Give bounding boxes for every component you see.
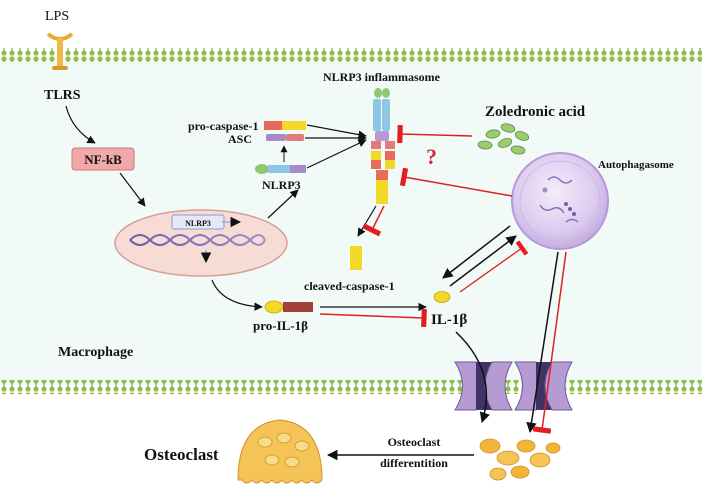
asc-shape bbox=[266, 134, 286, 141]
arrow-tlrs-nfkb bbox=[65, 105, 96, 144]
dna-helix-icon bbox=[129, 234, 266, 246]
il1b-label: IL-1β bbox=[431, 312, 467, 328]
nlrp3-gene-label: NLRP3 bbox=[185, 219, 211, 228]
nfkb-box bbox=[71, 147, 135, 171]
inhibit-zoledronic-inflammasome bbox=[397, 124, 473, 144]
nlrp3-label: NLRP3 bbox=[262, 178, 301, 192]
arrow-procasp-inflammasome bbox=[306, 124, 367, 139]
il1b-shape bbox=[433, 291, 451, 303]
osteoclast-differentiation-label-2: differentition bbox=[380, 456, 448, 470]
nucleus bbox=[114, 209, 288, 277]
arrow-nucleus-pro-il1b bbox=[211, 279, 263, 311]
pro-caspase1-shape bbox=[264, 121, 282, 130]
cleaved-caspase1-shape bbox=[350, 246, 362, 270]
autophagasome-label: Autophagasome bbox=[598, 159, 674, 171]
pro-il1b-head-shape bbox=[264, 300, 284, 314]
osteoclast-label: Osteoclast bbox=[144, 445, 219, 464]
pro-il1b-label: pro-IL-1β bbox=[253, 318, 308, 333]
osteoclast-differentiation-label-1: Osteoclast bbox=[388, 435, 441, 449]
inhibit-autophagasome-differentiation bbox=[532, 251, 567, 434]
membrane-channel-left bbox=[454, 361, 513, 411]
zoledronic-acid-particles-icon bbox=[477, 123, 530, 155]
tlrs-label: TLRS bbox=[44, 88, 81, 103]
arrow-nlrp3-inflammasome bbox=[306, 139, 367, 169]
arrow-autophagasome-il1b bbox=[442, 225, 511, 279]
macrophage-label: Macrophage bbox=[58, 345, 133, 360]
arrow-nfkb-nucleus bbox=[119, 172, 146, 207]
membrane-channel-right bbox=[514, 361, 573, 411]
cell-membrane-top bbox=[0, 48, 702, 62]
inhibit-il1b-autophagasome bbox=[459, 240, 529, 293]
pro-il1b-body-shape bbox=[283, 302, 313, 312]
inhibit-autophagy-inflammasome bbox=[399, 167, 513, 197]
pro-caspase1-label: pro-caspase-1 bbox=[188, 119, 258, 133]
inflammasome-label: NLRP3 inflammasome bbox=[323, 70, 441, 84]
cell-membrane-bottom bbox=[0, 380, 702, 394]
inflammasome-complex bbox=[371, 88, 395, 204]
autophagasome-vesicle bbox=[511, 152, 609, 250]
nlrp3-protein-shape bbox=[255, 164, 306, 174]
inhibit-cleavage bbox=[362, 205, 385, 237]
lps-label: LPS bbox=[45, 9, 69, 24]
nfkb-label: NF-kB bbox=[84, 152, 122, 167]
cleaved-caspase1-label: cleaved-caspase-1 bbox=[304, 279, 395, 293]
tlr-receptor-icon bbox=[46, 32, 74, 70]
arrow-cleavage bbox=[357, 205, 377, 237]
zoledronic-acid-label: Zoledronic acid bbox=[485, 104, 586, 120]
osteoclast-cell bbox=[237, 419, 323, 484]
pre-osteoclast-cells-icon bbox=[479, 438, 561, 481]
inhibit-il1b-maturation bbox=[319, 308, 427, 328]
asc-label: ASC bbox=[228, 132, 252, 146]
arrow-nucleus-nlrp3 bbox=[267, 189, 299, 219]
arrow-autophagasome-differentiation bbox=[526, 251, 559, 434]
arrow-il1b-autophagasome bbox=[449, 235, 517, 287]
unknown-mechanism-question: ? bbox=[426, 144, 437, 169]
arrow-il1b-secretion bbox=[455, 331, 490, 424]
